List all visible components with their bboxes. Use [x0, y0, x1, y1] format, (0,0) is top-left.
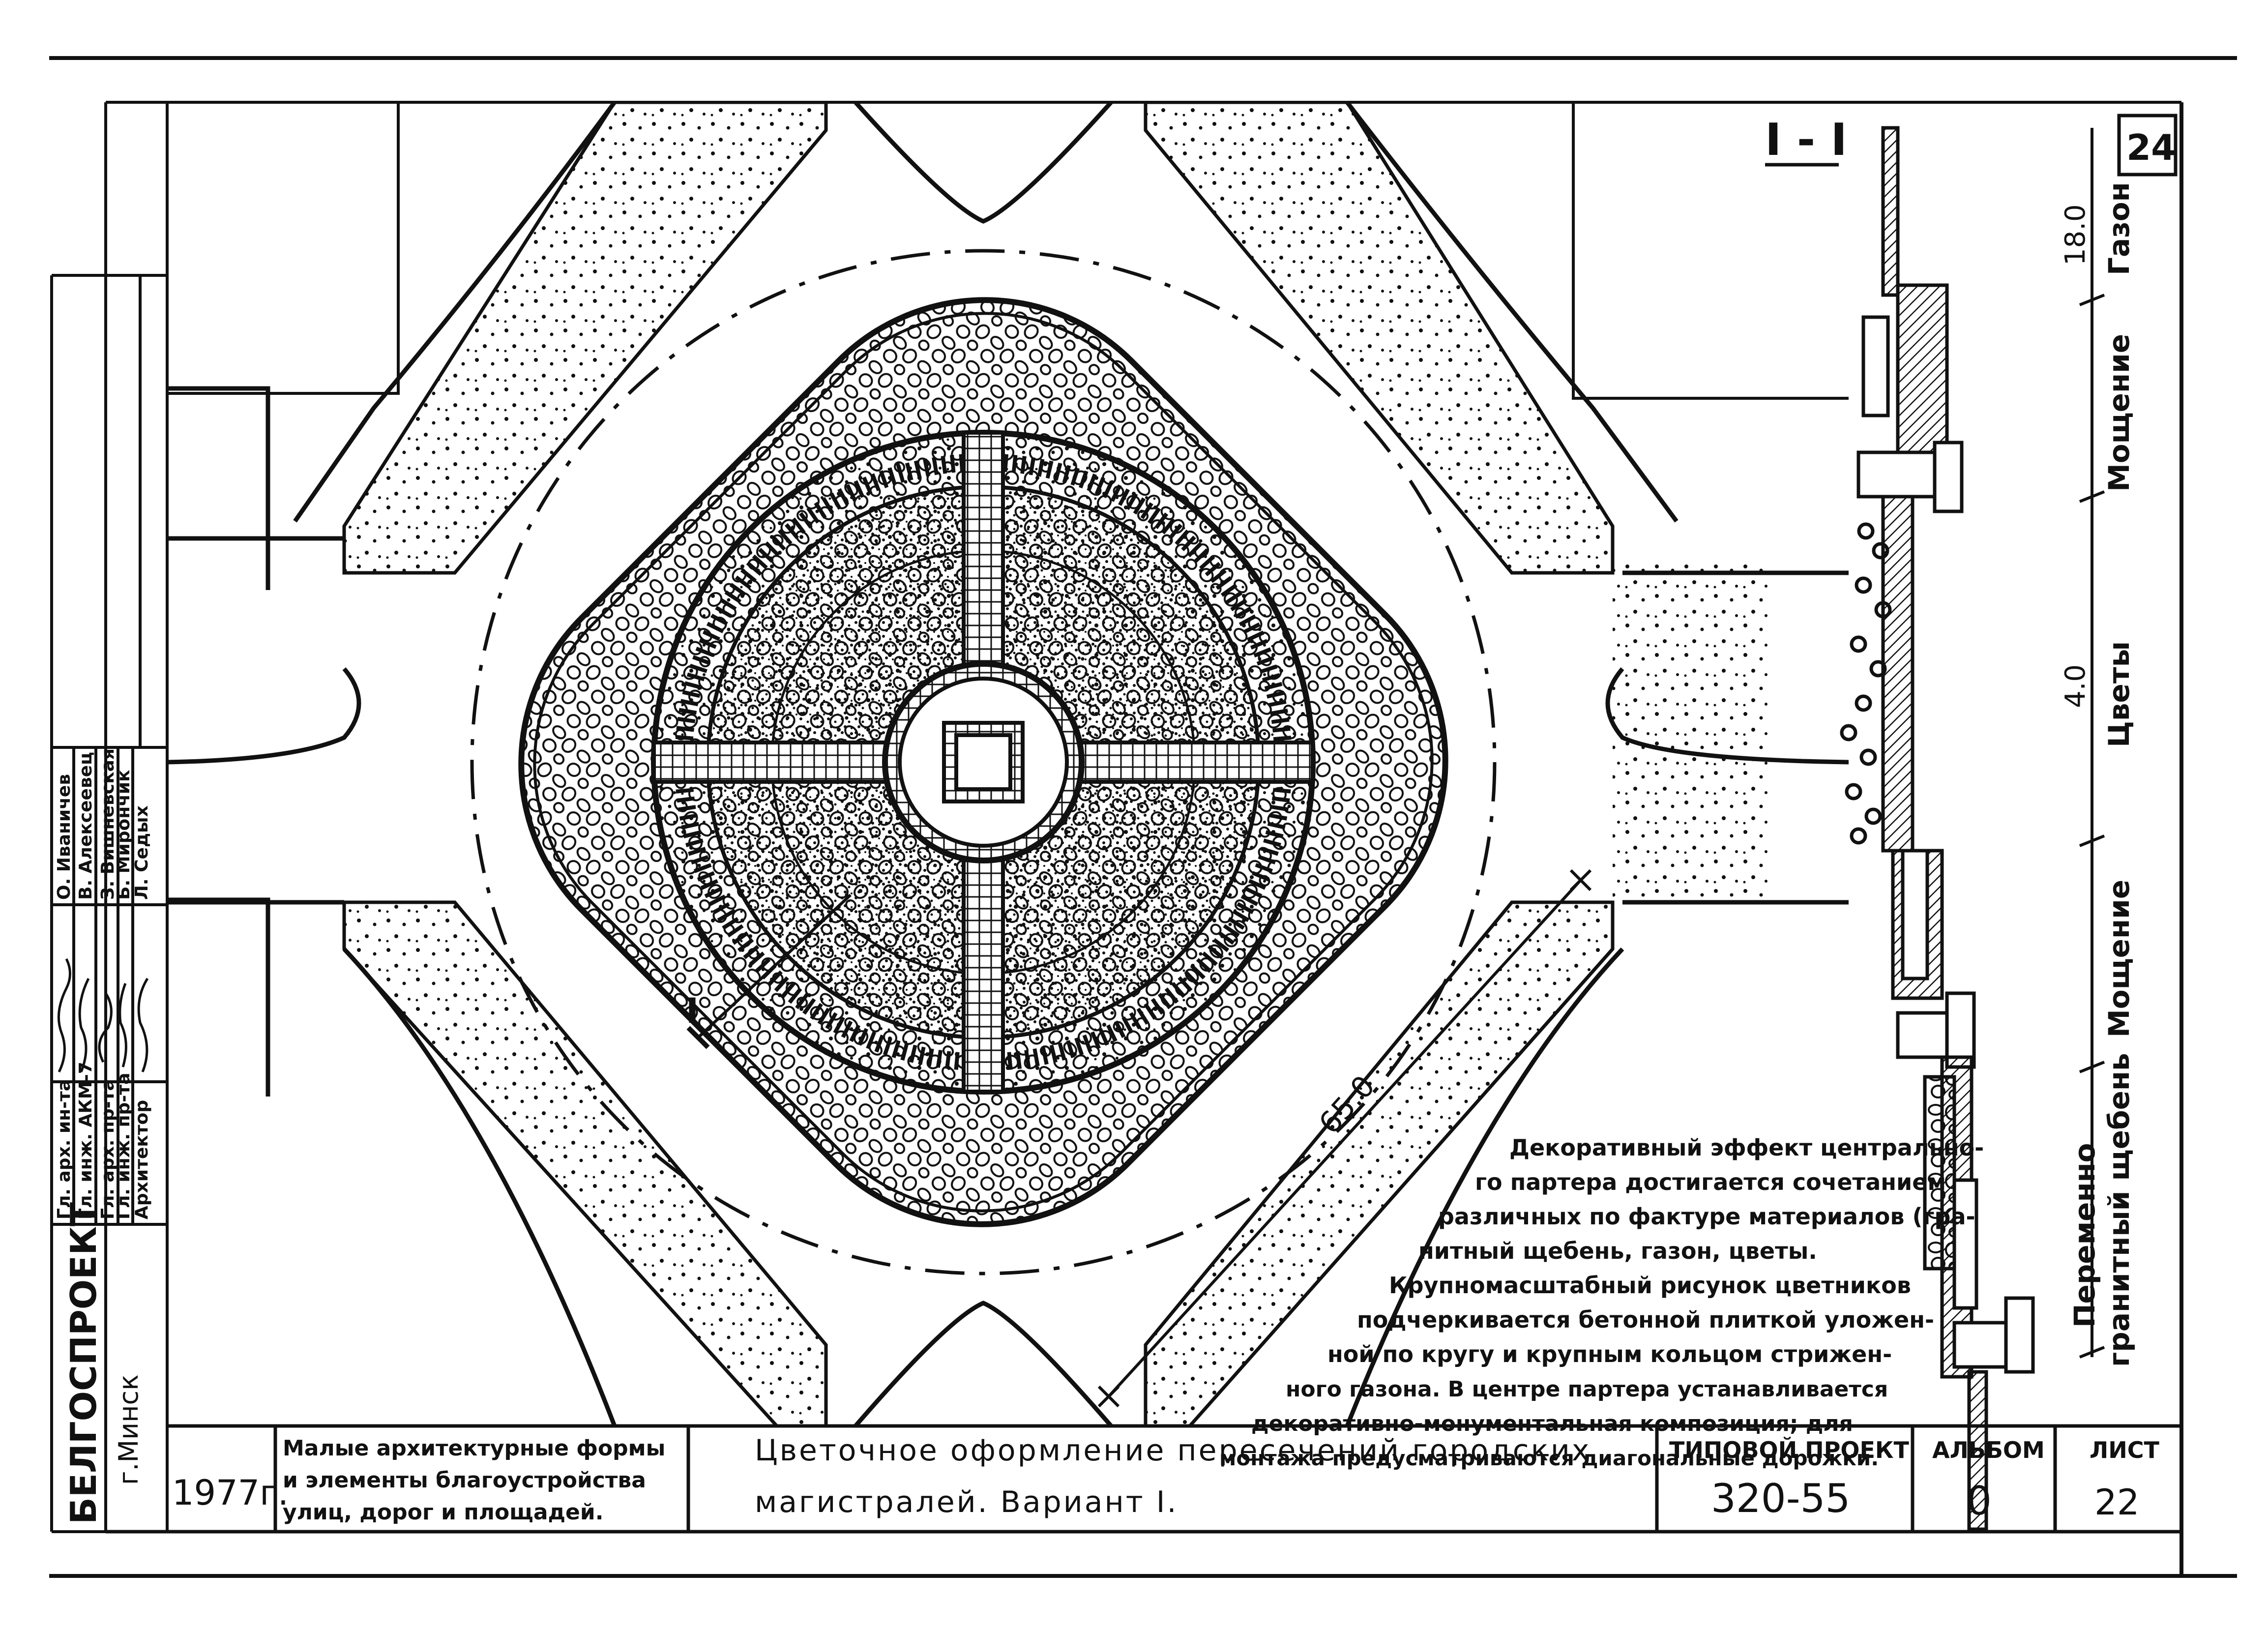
project-number: 320-55 [1711, 1476, 1850, 1521]
description-line-1: Декоративный эффект центрально- [1509, 1134, 1984, 1161]
stamp-city: г.Минск [113, 1374, 144, 1485]
signatures [57, 958, 149, 1073]
drawing-title-line-1: Цветочное оформление пересечений городск… [755, 1433, 1591, 1468]
zone-label-lawn: Газон [2102, 182, 2136, 275]
stamp-role-4: Гл. инж. пр-та [114, 1073, 134, 1219]
plan-annotations [686, 869, 1592, 1408]
stamp-name-1: О. Иваничев [54, 774, 74, 900]
stamp-name-4: Б. Мирончик [114, 770, 134, 900]
album-label: АЛЬБОМ [1932, 1437, 2045, 1463]
description-line-7: ной по кругу и крупным кольцом стрижен- [1327, 1341, 1892, 1367]
description-line-3: различных по фактуре материалов (гра- [1438, 1203, 1975, 1230]
section-cut-mark: I [686, 991, 699, 1031]
zone-label-flowers: Цветы [2102, 641, 2136, 747]
zone-label-paving-2: Мощение [2102, 880, 2136, 1038]
description-line-10: монтажа предусматриваются диагональные д… [1219, 1446, 1879, 1470]
description-line-9: декоративно-монументальная композиция; д… [1251, 1411, 1853, 1436]
stamp-block: Гл. арх. ин-та Гл. инж. АКМ-7 Гл. арх. п… [50, 274, 167, 1533]
stamp-org: БЕЛГОСПРОЕКТ [63, 1202, 104, 1524]
section-zone-labels: Газон Мощение Цветы Мощение Переменно гр… [2068, 182, 2136, 1367]
album-title-line-1: Малые архитектурные формы [283, 1436, 665, 1461]
dim-label-2: 4.0 [2060, 664, 2091, 708]
sheet-number-box [2117, 114, 2178, 177]
section-title: I - I [1765, 114, 1847, 166]
zone-label-granite: гранитный щебень [2102, 1053, 2136, 1367]
description-line-5: Крупномасштабный рисунок цветников [1389, 1272, 1911, 1299]
section-profile [1856, 126, 2035, 1531]
stamp-name-2: В. Алексеевец [76, 752, 96, 900]
plan-view [167, 101, 1849, 1426]
description-text: Декоративный эффект центрально- го парте… [1219, 1134, 1984, 1470]
sheet-frame [49, 56, 2237, 1578]
sheet-number: 24 [2126, 127, 2176, 168]
sheet-label: ЛИСТ [2090, 1437, 2159, 1463]
stamp-role-2: Гл. инж. АКМ-7 [76, 1062, 96, 1219]
stamp-role-3: Гл. арх. пр-та [98, 1079, 118, 1219]
description-line-6: подчеркивается бетонной плиткой уложен- [1357, 1306, 1934, 1333]
section-view: I - I [1765, 114, 2136, 1531]
roundabout-axis [470, 249, 1497, 1275]
description-line-4: нитный щебень, газон, цветы. [1418, 1238, 1817, 1264]
sheet-value: 22 [2094, 1482, 2140, 1523]
title-year: 1977г. [172, 1473, 289, 1513]
zone-label-paving-1: Мощение [2102, 334, 2136, 492]
title-block: 1977г. Малые архитектурные формы и элеме… [167, 1424, 2181, 1532]
stamp-name-5: Л. Седых [132, 805, 152, 900]
dim-label-1: 18.0 [2060, 204, 2091, 266]
central-parterre [518, 297, 1448, 1227]
stamp-role-5: Архитектор [132, 1100, 152, 1219]
project-label: ТИПОВОЙ ПРОЕКТ [1669, 1437, 1909, 1463]
road-edges [167, 101, 1849, 1426]
section-dimension-labels: 18.0 4.0 [2060, 204, 2091, 708]
section-dimension-line [2079, 128, 2105, 1359]
flower-plants [1840, 522, 1892, 845]
album-value: 0 [1967, 1478, 1992, 1524]
album-title-line-2: и элементы благоустройства [283, 1468, 646, 1493]
drawing-title-line-2: магистралей. Вариант I. [755, 1485, 1178, 1519]
album-title-line-3: улиц, дорог и площадей. [283, 1500, 603, 1525]
stamp-name-3: З. Вишневская [98, 748, 118, 900]
description-line-2: го партера достигается сочетанием [1475, 1169, 1946, 1195]
description-line-8: ного газона. В центре партера устанавлив… [1286, 1377, 1888, 1402]
zone-label-variable: Переменно [2068, 1143, 2101, 1328]
stamp-role-1: Гл. арх. ин-та [54, 1079, 74, 1219]
